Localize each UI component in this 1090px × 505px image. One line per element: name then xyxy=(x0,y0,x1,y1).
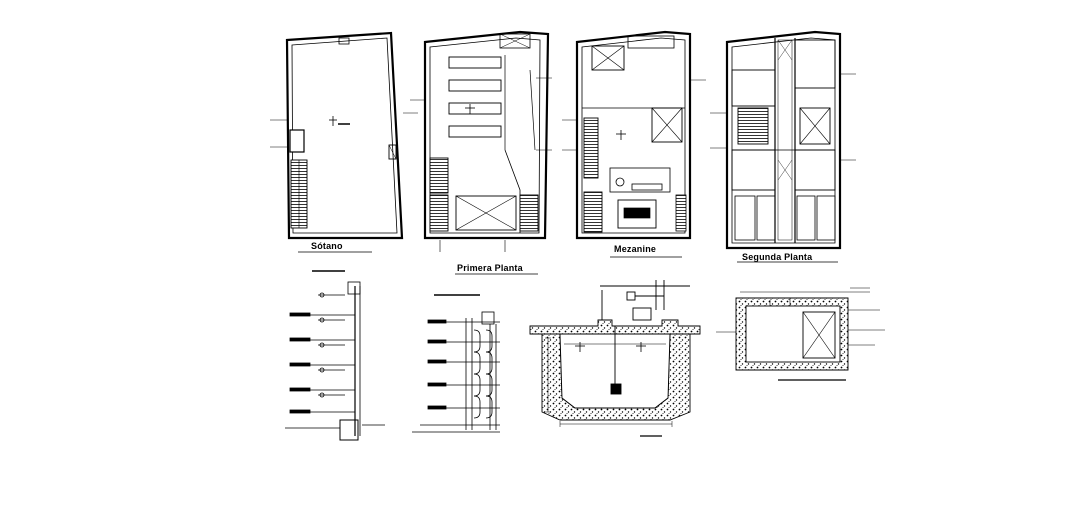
riser-diagram-2 xyxy=(412,294,500,433)
plan-mezanine xyxy=(562,30,706,258)
label-mezanine: Mezanine xyxy=(614,244,657,254)
label-sotano: Sótano xyxy=(311,241,343,251)
tank-plan xyxy=(716,287,885,381)
label-primera-planta: Primera Planta xyxy=(457,263,523,273)
plan-segunda-planta xyxy=(710,30,856,263)
cistern-section xyxy=(529,280,701,437)
plan-sotano xyxy=(270,31,418,253)
riser-diagram-1 xyxy=(285,270,385,441)
label-segunda-planta: Segunda Planta xyxy=(742,252,813,262)
plan-primera-planta xyxy=(410,30,552,275)
